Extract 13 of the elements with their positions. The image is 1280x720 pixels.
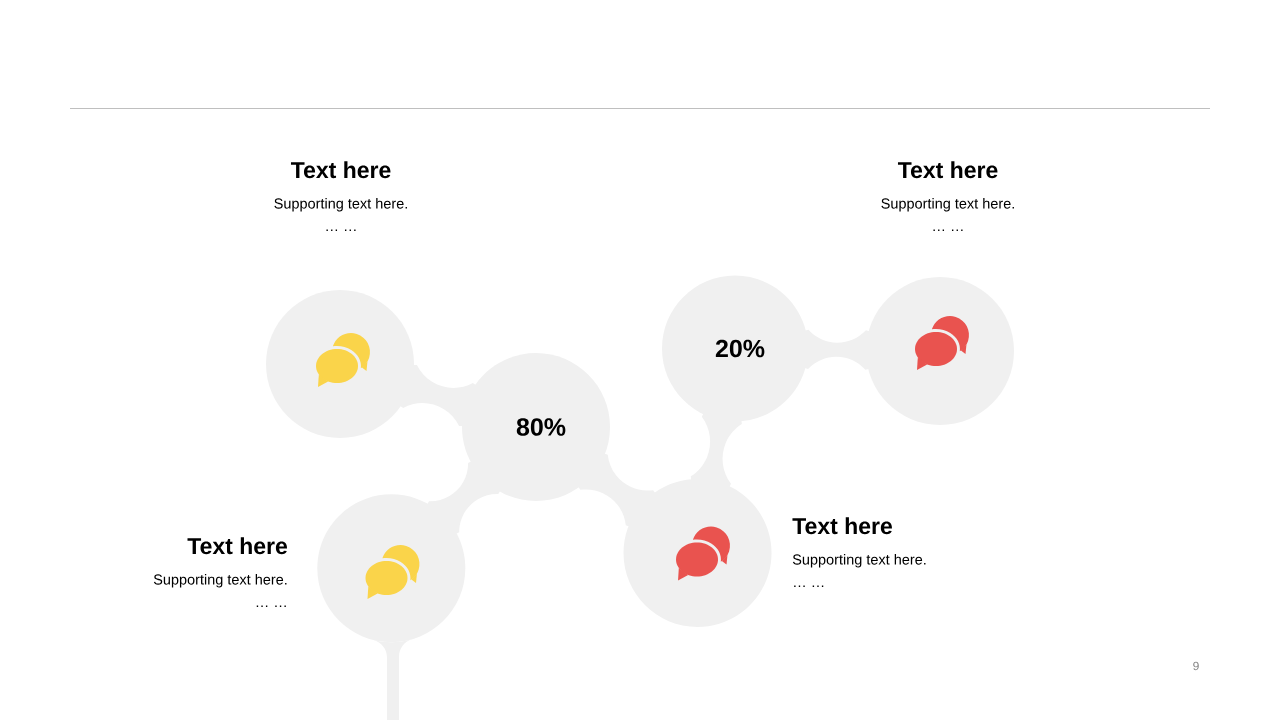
ellipsis-text: … … (794, 585, 824, 587)
heading: Text here (291, 161, 391, 179)
heading: Text here (187, 537, 287, 555)
supporting-text: Supporting text here. (881, 198, 1014, 212)
heading: Text here (898, 161, 998, 179)
ellipsis-text: … … (933, 229, 963, 231)
ellipsis-text: … … (326, 229, 356, 231)
supporting-text: Supporting text here. (153, 574, 287, 588)
page-number: 9 (1193, 661, 1199, 671)
supporting-text: Supporting text here. (274, 198, 407, 212)
heading: Text here (792, 517, 892, 535)
supporting-text: Supporting text here. (792, 554, 926, 568)
ellipsis-text: … … (256, 605, 286, 607)
